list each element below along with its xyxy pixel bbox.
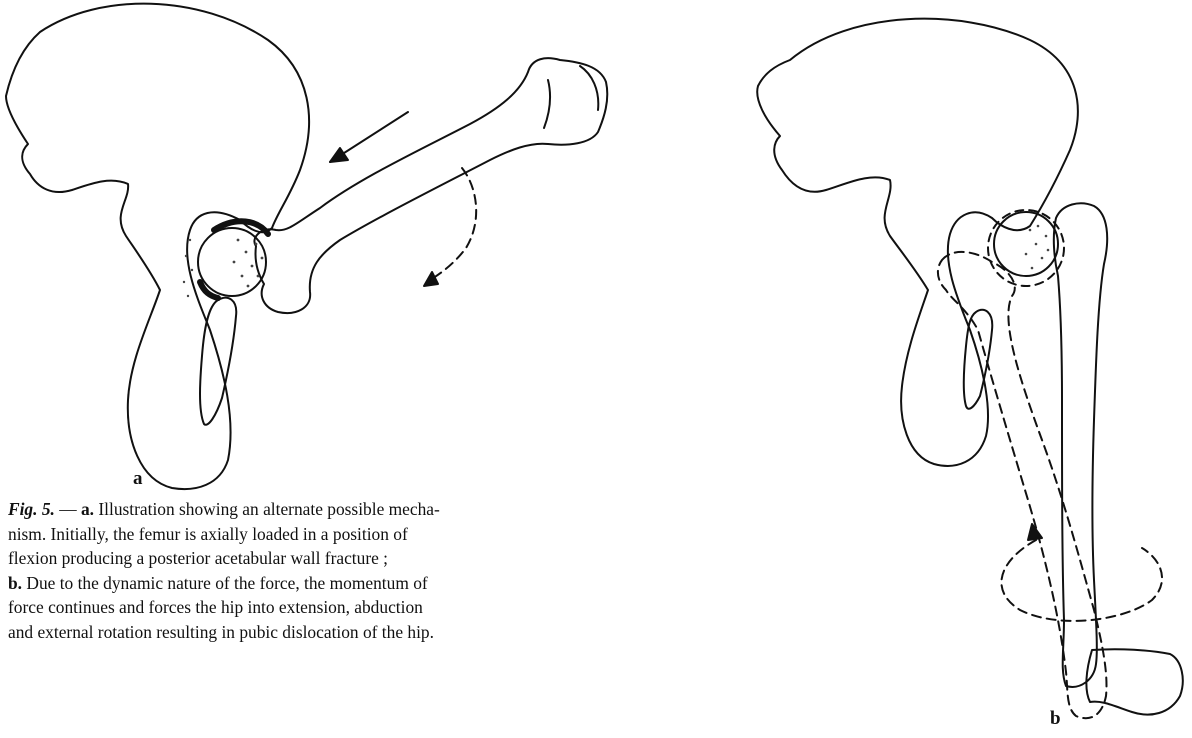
figure-panel-a	[0, 0, 615, 500]
femur-condyle-b	[1086, 649, 1182, 714]
pelvis-outline-a	[6, 4, 309, 489]
axial-load-arrowhead-a	[330, 148, 348, 162]
pelvis-outline-b	[757, 19, 1078, 466]
panel-label-a: a	[133, 468, 143, 490]
fracture-stipple-b	[1025, 225, 1050, 270]
caption-marker-a: a.	[81, 499, 94, 519]
femur-dashed-b	[938, 252, 1107, 718]
femur-solid-b	[1054, 203, 1107, 687]
panel-label-b: b	[1050, 708, 1061, 730]
caption-line-5: force continues and forces the hip into …	[8, 595, 653, 620]
caption-dash: —	[55, 499, 81, 519]
figure-caption: Fig. 5. — a. Illustration showing an alt…	[8, 497, 653, 645]
caption-line-2: nism. Initially, the femur is axially lo…	[8, 522, 653, 547]
rotation-arrow-b	[1001, 540, 1162, 621]
caption-line-1: Fig. 5. — a. Illustration showing an alt…	[8, 497, 653, 522]
caption-line-4: b. Due to the dynamic nature of the forc…	[8, 571, 653, 596]
femoral-head-b	[988, 210, 1064, 286]
rotation-arrow-a	[430, 168, 476, 280]
acetabulum-b	[994, 212, 1058, 276]
caption-marker-b: b.	[8, 573, 22, 593]
figure-number: Fig. 5.	[8, 499, 55, 519]
acetabular-rim-lower-a	[200, 282, 218, 298]
caption-line-6: and external rotation resulting in pubic…	[8, 620, 653, 645]
figure-panel-b	[730, 0, 1192, 738]
femur-condyle-a	[544, 66, 598, 128]
rotation-arrowhead-a	[424, 272, 438, 286]
caption-line-3: flexion producing a posterior acetabular…	[8, 546, 653, 571]
